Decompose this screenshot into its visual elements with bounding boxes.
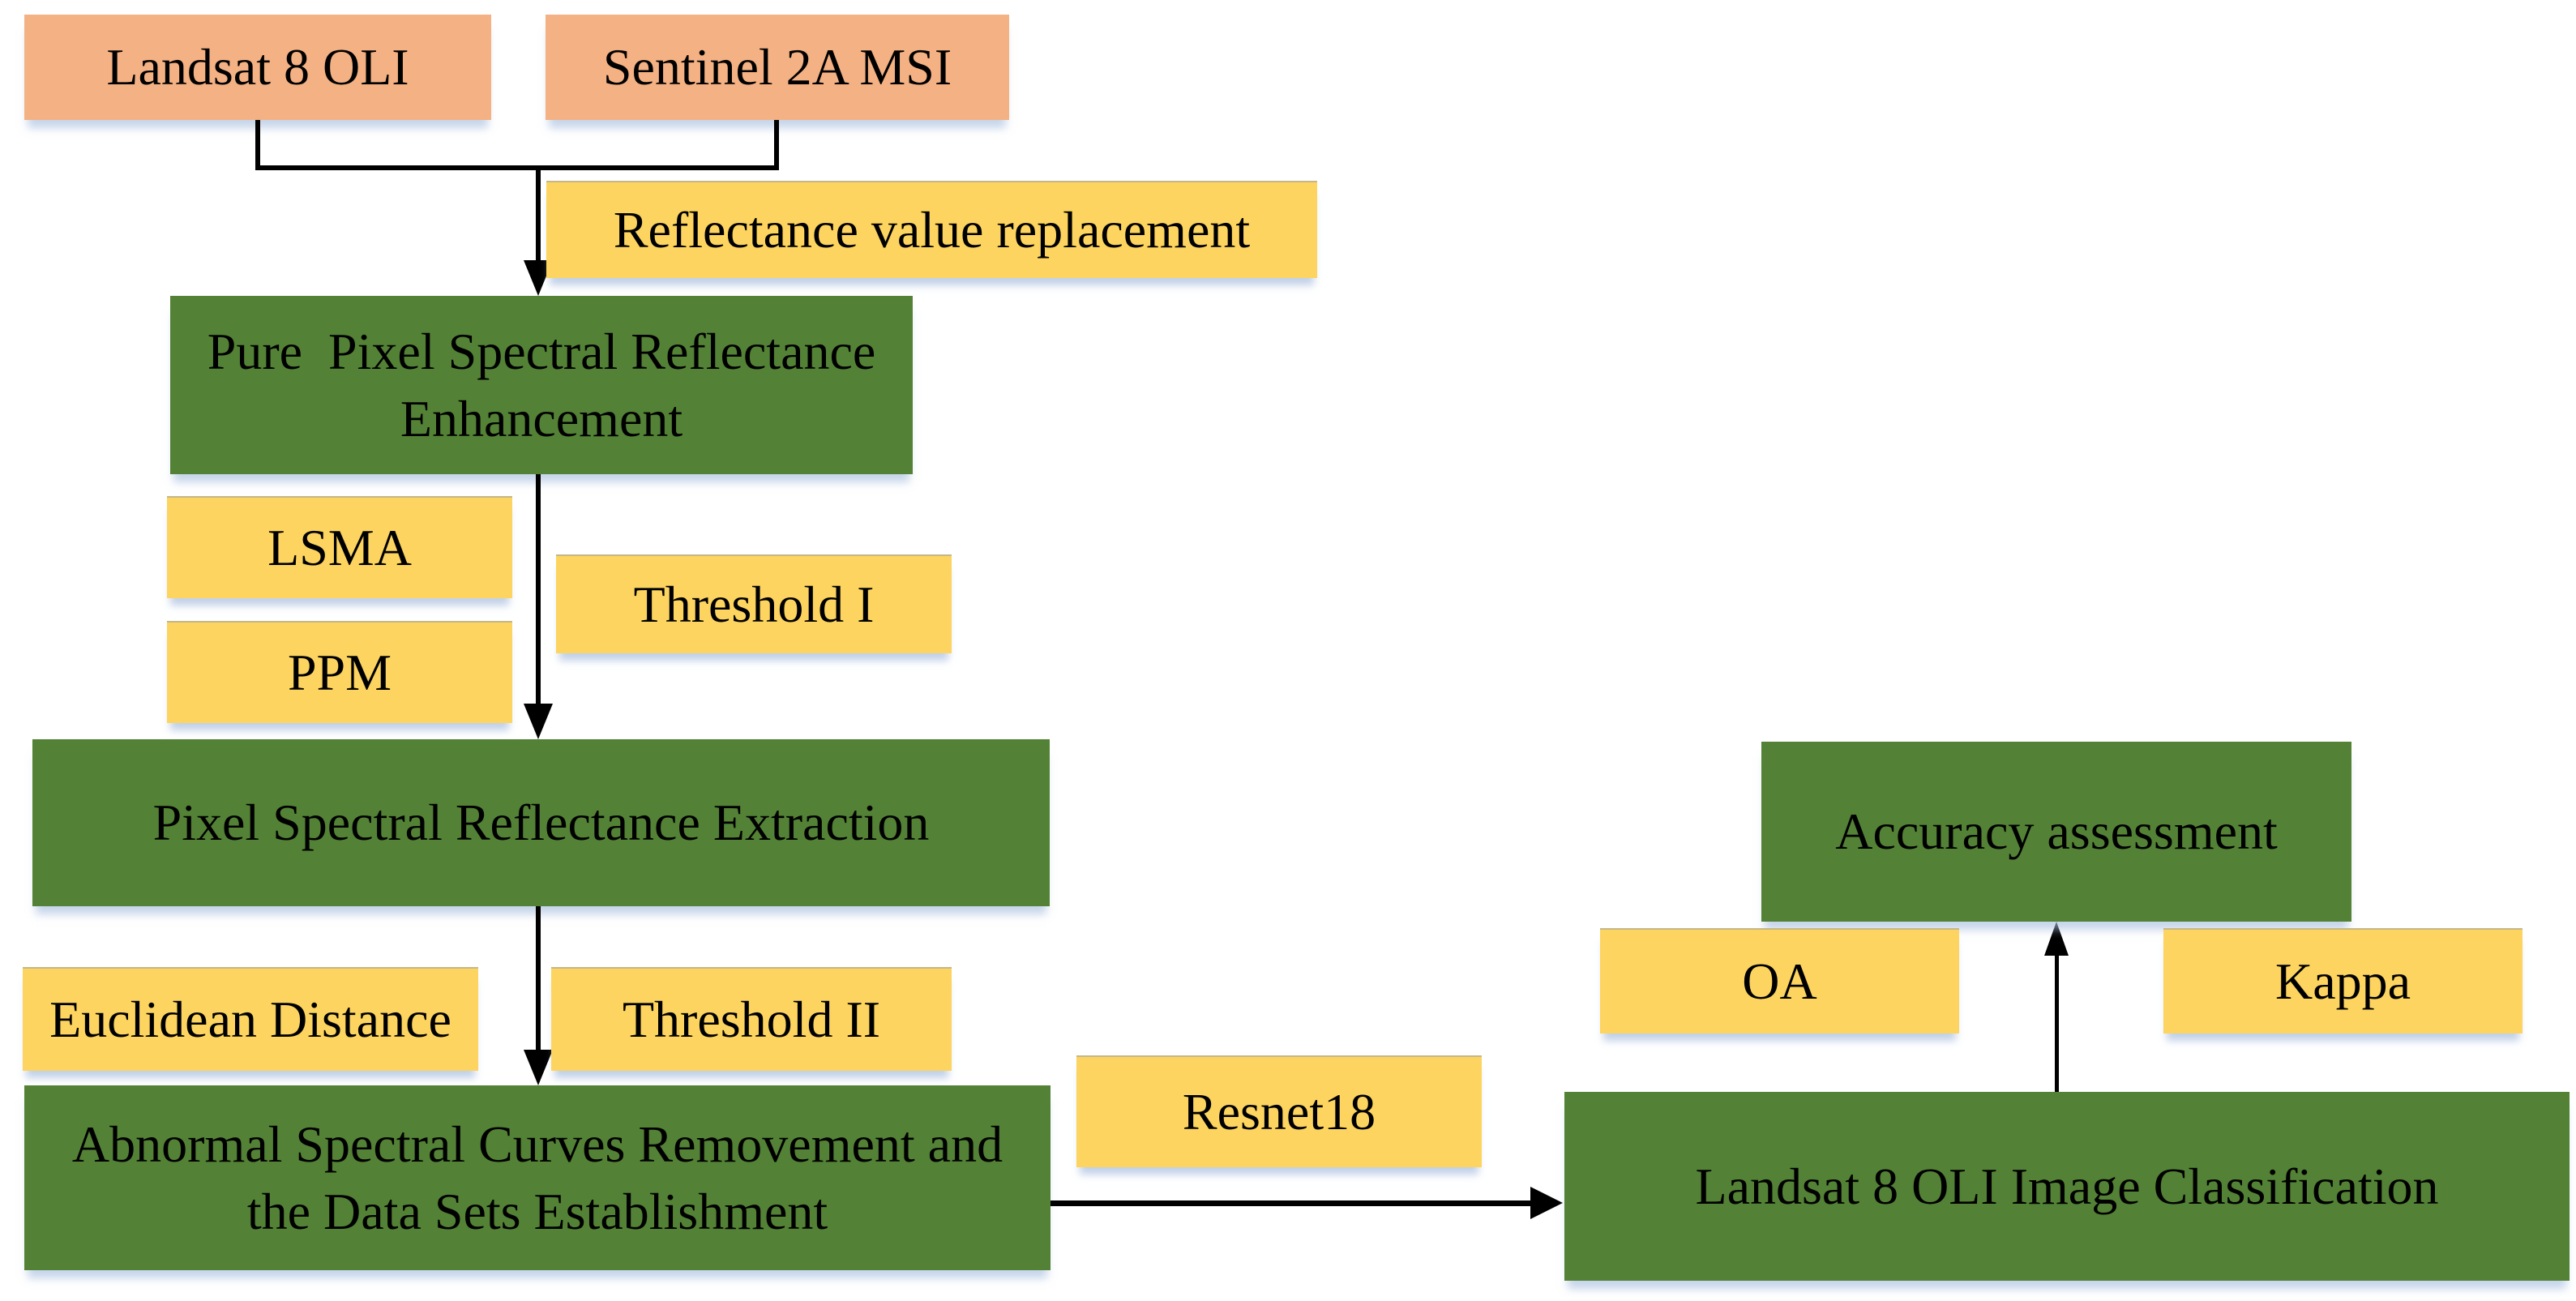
pixel-spectral-reflectance-extraction-label: Pixel Spectral Reflectance Extraction [152,794,930,852]
lsma-label: LSMA [267,519,412,577]
abnormal-curves-removement-label: Abnormal Spectral Curves Removement and … [71,1115,1003,1240]
accuracy-assessment-box: Accuracy assessment [1761,742,2351,922]
arrow-to-abnormal-removal-shaft [536,906,541,1050]
oa-label: OA [1742,952,1817,1011]
landsat-image-classification-label: Landsat 8 OLI Image Classification [1695,1157,2439,1215]
ppm-label: PPM [287,644,392,702]
arrow-to-accuracy-head-icon [2044,922,2069,956]
landsat-8-oli-box: Landsat 8 OLI [24,15,491,120]
pure-pixel-enhancement-box: Pure Pixel Spectral Reflectance Enhancem… [170,296,913,474]
threshold-2-label: Threshold II [622,991,881,1049]
oa-box: OA [1600,928,1959,1034]
accuracy-assessment-label: Accuracy assessment [1835,802,2278,861]
threshold-2-box: Threshold II [551,967,952,1071]
connector-sentinel-down-line [774,120,779,170]
kappa-box: Kappa [2163,928,2523,1034]
threshold-1-box: Threshold I [556,554,952,653]
pixel-spectral-reflectance-extraction-box: Pixel Spectral Reflectance Extraction [32,739,1050,906]
arrow-to-abnormal-removal-head-icon [524,1050,553,1085]
arrow-to-enhancement-shaft [536,165,541,260]
arrow-to-accuracy-shaft [2055,956,2059,1092]
landsat-8-oli-label: Landsat 8 OLI [106,38,409,96]
resnet18-label: Resnet18 [1182,1083,1376,1141]
connector-merge-horizontal-line [255,165,779,170]
reflectance-value-replacement-label: Reflectance value replacement [613,201,1251,259]
euclidean-distance-box: Euclidean Distance [23,967,478,1071]
abnormal-curves-removement-box: Abnormal Spectral Curves Removement and … [24,1085,1051,1270]
sentinel-2a-msi-label: Sentinel 2A MSI [602,38,952,96]
sentinel-2a-msi-box: Sentinel 2A MSI [546,15,1009,120]
arrow-to-classification-shaft [1051,1200,1530,1206]
connector-landsat-down-line [255,120,260,170]
reflectance-value-replacement-box: Reflectance value replacement [546,181,1317,278]
threshold-1-label: Threshold I [633,576,875,634]
landsat-image-classification-box: Landsat 8 OLI Image Classification [1564,1092,2570,1281]
arrow-to-extraction-head-icon [524,704,553,739]
euclidean-distance-label: Euclidean Distance [49,991,451,1049]
ppm-box: PPM [167,621,512,723]
kappa-label: Kappa [2274,952,2411,1011]
resnet18-box: Resnet18 [1076,1055,1482,1167]
lsma-box: LSMA [167,496,512,598]
arrow-to-classification-head-icon [1530,1187,1563,1219]
pure-pixel-enhancement-label: Pure Pixel Spectral Reflectance Enhancem… [207,322,876,447]
arrow-to-extraction-shaft [536,474,541,704]
